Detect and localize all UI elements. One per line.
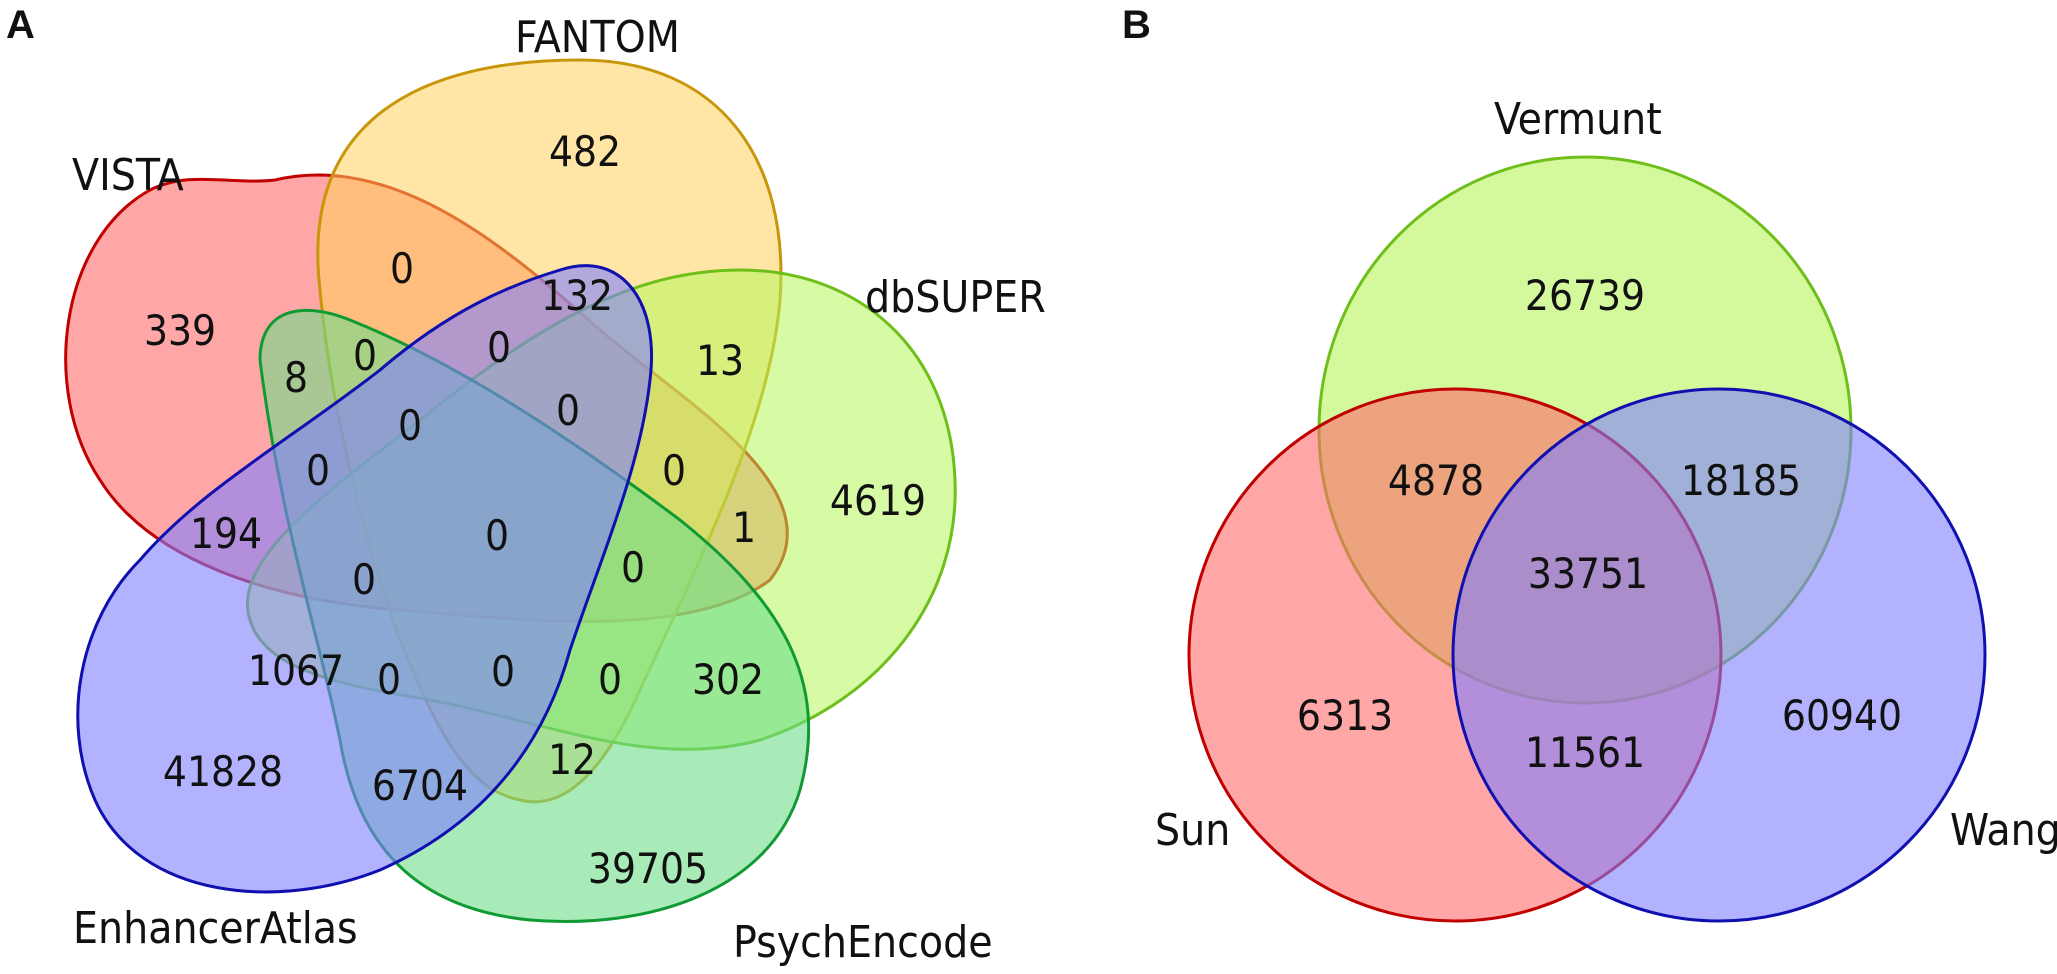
panel-b-letter: B [1122, 3, 1151, 47]
region-count: 302 [692, 655, 764, 704]
region-count: 6704 [372, 761, 468, 810]
region-count: 0 [485, 511, 509, 560]
region-count: 39705 [588, 844, 708, 893]
region-count: 0 [598, 655, 622, 704]
set-enhanceratlas-shape [76, 264, 653, 894]
region-count: 18185 [1681, 456, 1801, 505]
region-count: 60940 [1782, 691, 1902, 740]
venn-a-region-counts: 482 339 0 132 13 8 0 0 0 0 4619 0 0 194 … [144, 127, 926, 893]
set-label-psychencode: PsychEncode [733, 917, 993, 968]
region-count: 194 [190, 509, 262, 558]
region-count: 0 [398, 401, 422, 450]
region-count: 1067 [248, 646, 344, 695]
set-label-wang: Wang [1950, 805, 2057, 856]
region-count: 132 [541, 271, 613, 320]
set-label-vista: VISTA [72, 150, 184, 201]
region-count: 339 [144, 306, 216, 355]
set-wang-shape [1451, 387, 1987, 923]
region-count: 0 [621, 543, 645, 592]
region-count: 0 [390, 244, 414, 293]
panel-a: A VISTA FANTOM dbSUPER PsychEncode Enhan… [6, 3, 1046, 968]
region-count: 8 [284, 353, 308, 402]
set-label-vermunt: Vermunt [1494, 94, 1662, 145]
set-label-enhanceratlas: EnhancerAtlas [73, 903, 358, 954]
region-count: 0 [487, 323, 511, 372]
region-count: 4619 [830, 476, 926, 525]
region-count: 33751 [1528, 549, 1648, 598]
region-count: 482 [549, 127, 621, 176]
region-count: 0 [353, 331, 377, 380]
region-count: 0 [491, 647, 515, 696]
region-count: 0 [306, 446, 330, 495]
venn-a-shapes [64, 58, 957, 923]
region-count: 41828 [163, 747, 283, 796]
region-count: 13 [696, 336, 744, 385]
region-count: 0 [377, 655, 401, 704]
region-count: 0 [352, 555, 376, 604]
region-count: 11561 [1525, 728, 1645, 777]
region-count: 12 [548, 735, 596, 784]
venn-a-set-labels: VISTA FANTOM dbSUPER PsychEncode Enhance… [72, 12, 1046, 968]
region-count: 1 [732, 503, 756, 552]
region-count: 4878 [1388, 456, 1484, 505]
region-count: 26739 [1525, 271, 1645, 320]
panel-a-letter: A [6, 3, 35, 47]
panel-b: B Vermunt Sun Wang 26739 4878 18185 3375… [1122, 3, 2057, 923]
region-count: 6313 [1297, 691, 1393, 740]
venn-b-shapes [1187, 155, 1987, 923]
set-label-sun: Sun [1155, 805, 1230, 856]
venn-b-set-labels: Vermunt Sun Wang [1155, 94, 2057, 856]
region-count: 0 [556, 386, 580, 435]
set-label-fantom: FANTOM [515, 12, 680, 63]
set-label-dbsuper: dbSUPER [865, 272, 1046, 323]
venn-b-region-counts: 26739 4878 18185 33751 6313 11561 60940 [1297, 271, 1902, 777]
region-count: 0 [662, 446, 686, 495]
